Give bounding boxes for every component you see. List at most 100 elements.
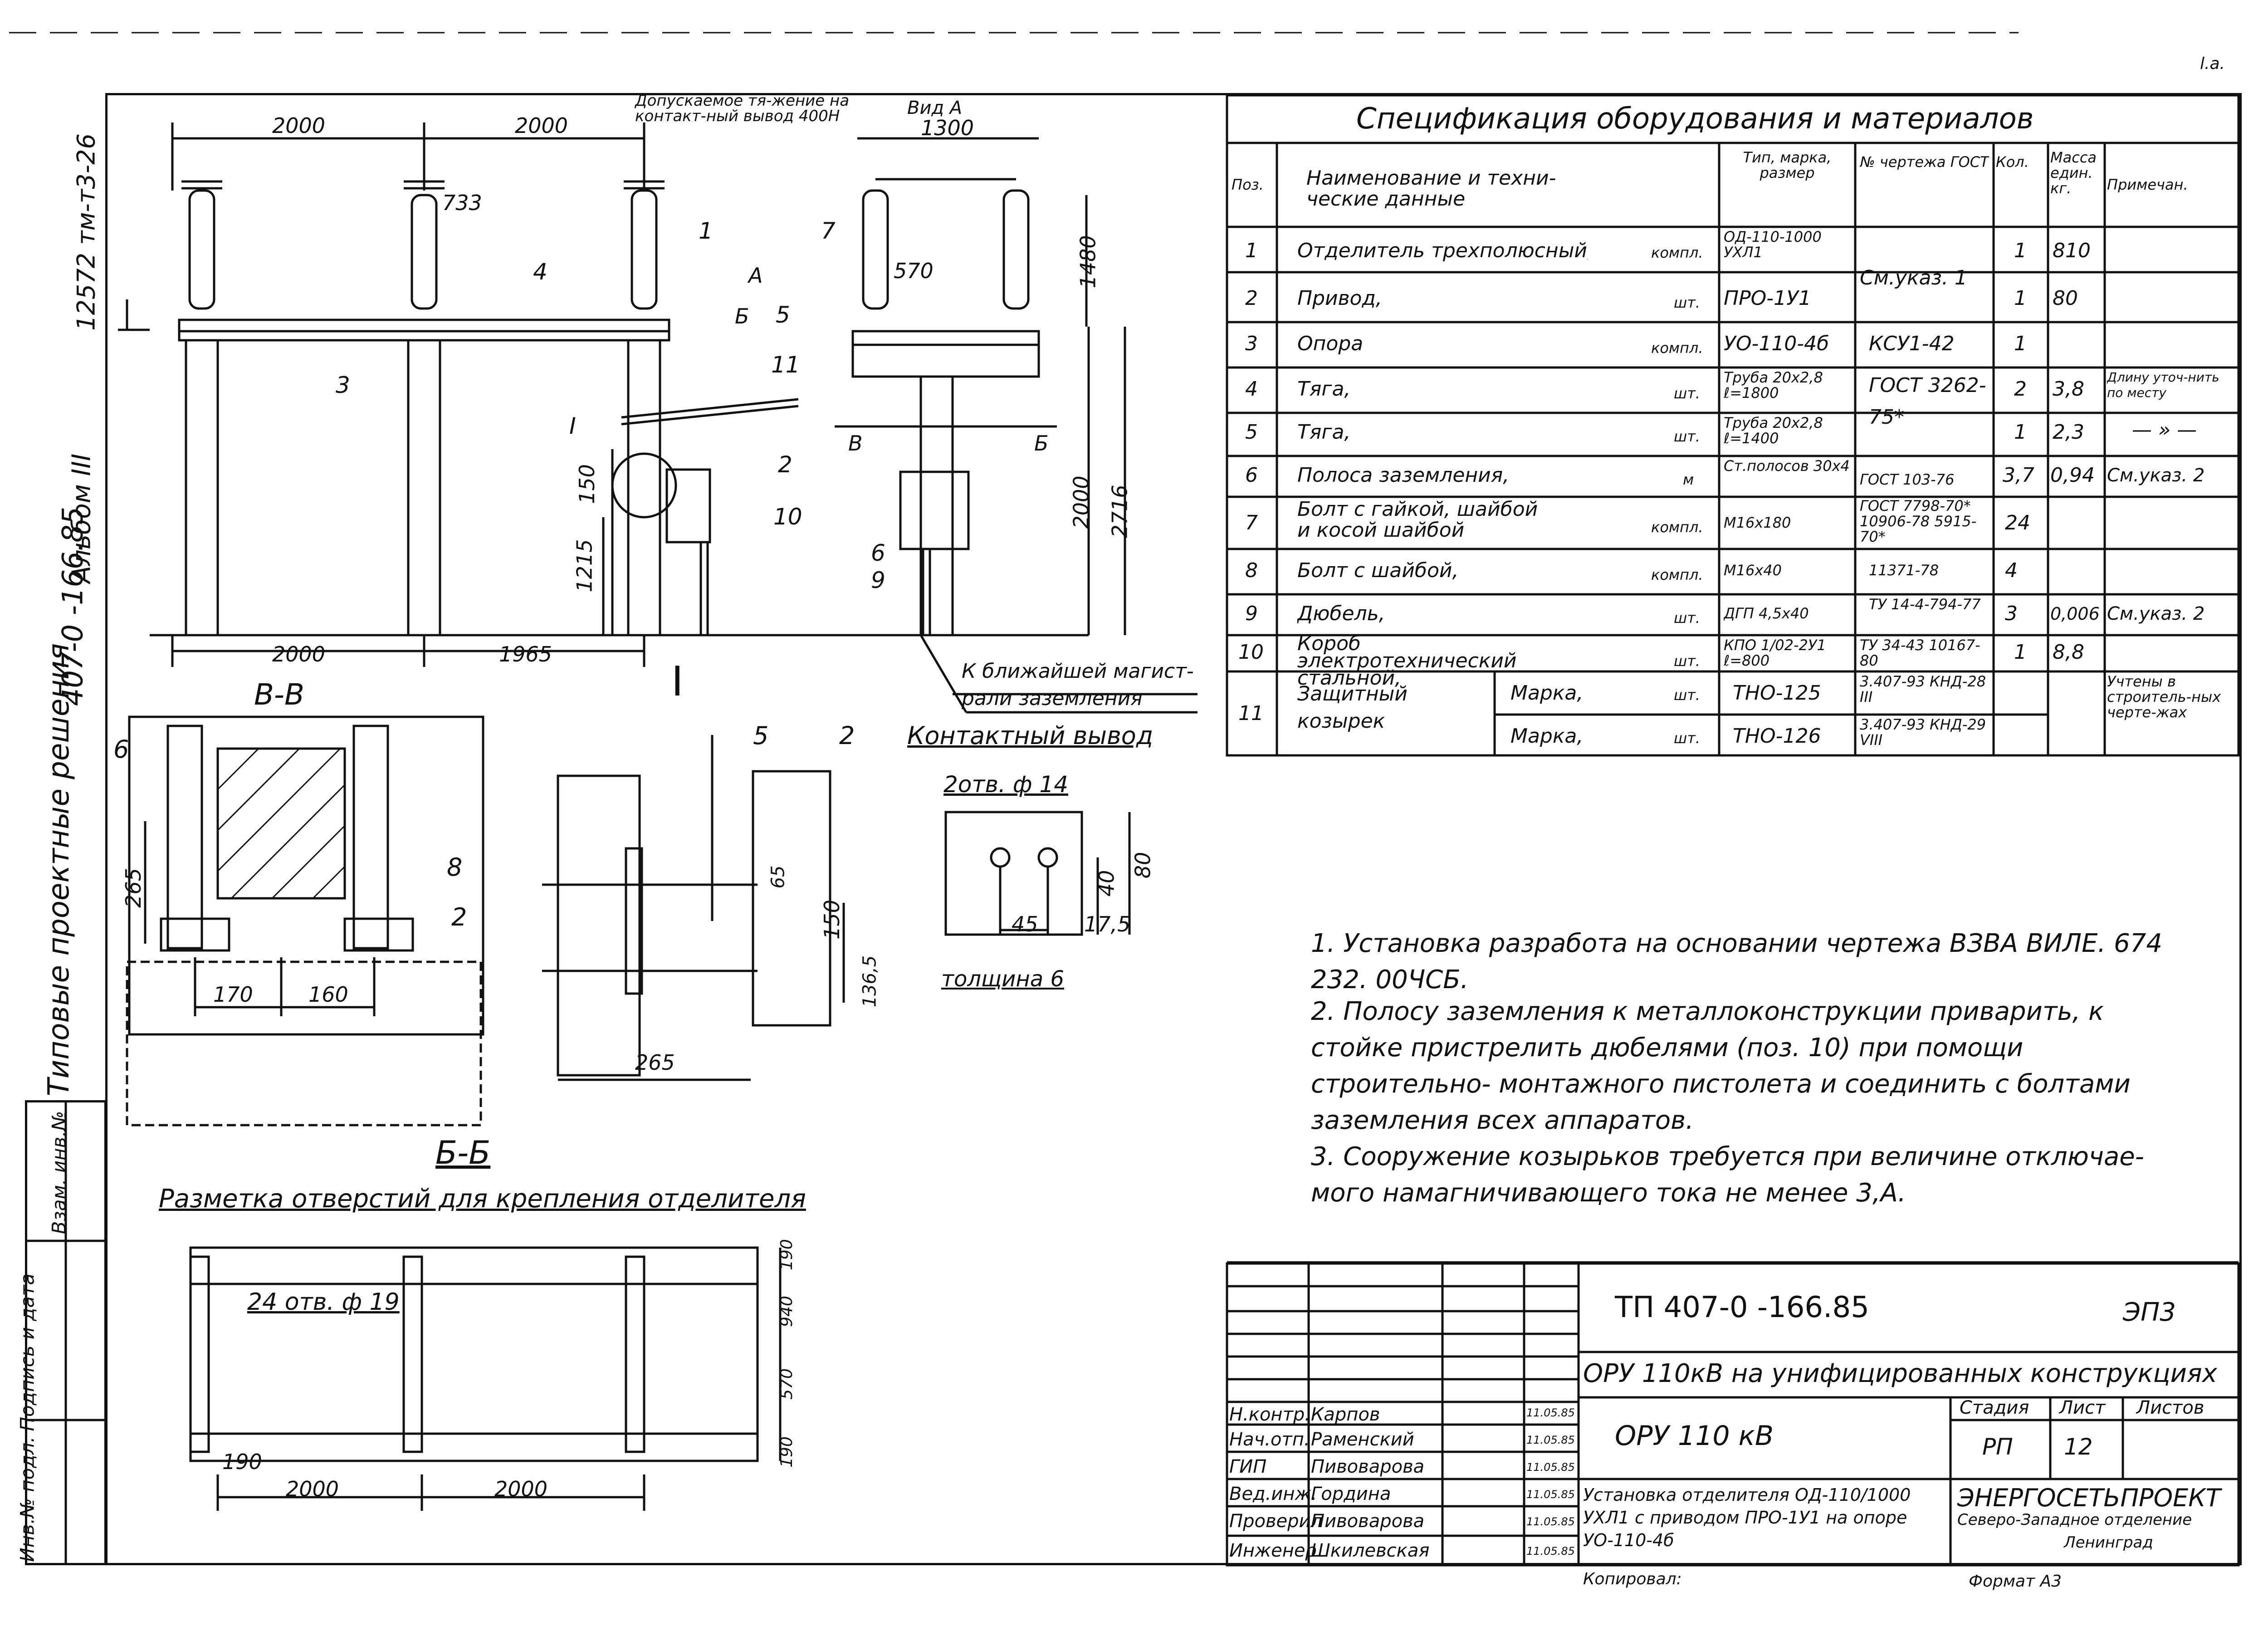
- pos-6: 6: [871, 540, 885, 566]
- corner-mark: l.a.: [2200, 54, 2225, 73]
- tb-date-2: 11.05.85: [1526, 1434, 1575, 1446]
- mark-v1: В: [848, 431, 863, 456]
- bb-dim-b1: 2000: [286, 1477, 339, 1501]
- bb-dim-r4: 190: [777, 1436, 796, 1468]
- ground-note: К ближайшей магист-рали заземления: [962, 660, 1194, 710]
- row9-type: ДГП 4,5х40: [1724, 606, 1809, 621]
- note-2: 2. Полосу заземления к металлоконструкци…: [1311, 997, 2131, 1135]
- row4-qty: 2: [2014, 379, 2027, 400]
- row5-name: Тяга,: [1297, 422, 1351, 443]
- row5-qty: 1: [2014, 422, 2027, 443]
- tb-date-3: 11.05.85: [1526, 1461, 1575, 1474]
- row8-pos: 8: [1245, 560, 1258, 581]
- tb-role-1: Н.контр.: [1229, 1404, 1310, 1425]
- spec-header-pos: Поз.: [1232, 177, 1264, 192]
- row6-unit: м: [1683, 472, 1694, 487]
- row7-pos: 7: [1245, 513, 1258, 534]
- row6-doc: ГОСТ 103-76: [1860, 472, 1955, 487]
- pos-5: 5: [776, 302, 790, 328]
- tb-org: ЭНЕРГОСЕТЬПРОЕКТ: [1957, 1484, 2221, 1512]
- row2-mass: 80: [2053, 288, 2078, 309]
- row1-pos: 1: [1245, 240, 1258, 261]
- row7-name: Болт с гайкой, шайбой и косой шайбой: [1297, 499, 1538, 541]
- terminal-note: Допускаемое тя-жение на контакт-ный выво…: [635, 92, 850, 125]
- row6-qty: 3,7: [2003, 465, 2034, 486]
- section-bb-subtitle: Разметка отверстий для крепления отделит…: [159, 1184, 806, 1214]
- pos-7: 7: [821, 218, 836, 244]
- pos-11: 11: [771, 352, 800, 378]
- pos-3: 3: [336, 372, 350, 398]
- contact-title: Контактный вывод: [907, 721, 1154, 750]
- section-vv-title: В-В: [254, 678, 304, 712]
- detail-i-label: I: [671, 658, 684, 705]
- vv-dim-265: 265: [121, 868, 146, 908]
- row4-doc: ГОСТ 3262-75*: [1869, 374, 1986, 429]
- dim-bottom-2: 1965: [499, 642, 552, 666]
- tb-code: ТП 407-0 -166.85: [1615, 1291, 1869, 1324]
- tb-format: Формат А3: [1969, 1572, 2062, 1591]
- tb-name-3: Пивоварова: [1311, 1456, 1425, 1477]
- dim-2000v: 2000: [1069, 475, 1094, 529]
- tb-sheet-code: ЭП3: [2123, 1298, 2176, 1327]
- row5-unit: шт.: [1674, 429, 1701, 444]
- row4-name: Тяга,: [1297, 379, 1351, 400]
- row1-unit: компл.: [1651, 245, 1703, 260]
- row2-unit: шт.: [1674, 295, 1701, 310]
- tb-date-5: 11.05.85: [1526, 1515, 1575, 1528]
- pos-10: 10: [773, 504, 802, 530]
- bb-holes: 24 отв. ф 19: [247, 1288, 400, 1316]
- row10-type: КПО 1/02-2У1 ℓ=800: [1724, 637, 1826, 668]
- vv-label-2: 2: [451, 903, 467, 931]
- row1-mass: 810: [2053, 240, 2091, 261]
- tb-date-6: 11.05.85: [1526, 1545, 1575, 1558]
- row10-mass: 8,8: [2053, 642, 2084, 663]
- row4-type: Труба 20х2,8 ℓ=1800: [1724, 370, 1823, 401]
- row2-pos: 2: [1245, 288, 1258, 309]
- row11-doc-1: 3.407-93 КНД-28 III: [1860, 674, 1986, 705]
- row3-type: УО-110-4б: [1724, 333, 1829, 354]
- row2-name: Привод,: [1297, 288, 1382, 309]
- bb-dim-r3: 570: [777, 1368, 796, 1400]
- tb-role-2: Нач.отп.: [1229, 1429, 1310, 1450]
- row11-pos: 11: [1238, 703, 1264, 724]
- row3-name: Опора: [1297, 333, 1364, 354]
- pos-9: 9: [871, 567, 885, 593]
- contact-dim-175: 17,5: [1084, 912, 1131, 936]
- row9-unit: шт.: [1674, 610, 1701, 626]
- tb-copied: Копировал:: [1583, 1570, 1682, 1588]
- row2-qty: 1: [2014, 288, 2027, 309]
- row11-type-2: ТНО-126: [1733, 726, 1821, 747]
- mark-b1: Б: [735, 304, 749, 328]
- contact-thickness: толщина 6: [941, 966, 1065, 992]
- dim-top-2: 2000: [515, 113, 568, 138]
- tb-object: ОРУ 110 кВ: [1615, 1420, 1774, 1452]
- row11-type-1: ТНО-125: [1733, 683, 1821, 704]
- tb-name-4: Гордина: [1311, 1484, 1391, 1504]
- row9-note: См.указ. 2: [2107, 603, 2205, 624]
- row8-unit: компл.: [1651, 567, 1703, 583]
- row6-name: Полоса заземления,: [1297, 465, 1510, 486]
- detail-label-5: 5: [753, 721, 769, 750]
- bb-dim-r2: 940: [777, 1296, 796, 1327]
- dim-top-3: 1300: [921, 116, 974, 140]
- row9-doc: ТУ 14-4-794-77: [1869, 597, 1981, 612]
- row10-unit: шт.: [1674, 653, 1701, 669]
- contact-dim-80: 80: [1130, 852, 1155, 879]
- contact-holes: 2отв. ф 14: [943, 771, 1069, 798]
- row4-unit: шт.: [1674, 386, 1701, 401]
- vv-label-6: 6: [113, 735, 129, 764]
- row1-qty: 1: [2014, 240, 2027, 261]
- dim-2716: 2716: [1107, 485, 1132, 538]
- row4-pos: 4: [1245, 379, 1258, 400]
- tb-role-4: Вед.инж.: [1229, 1484, 1317, 1504]
- row5-note: — » —: [2132, 420, 2197, 441]
- note-3: 3. Сооружение козырьков требуется при ве…: [1311, 1142, 2144, 1208]
- row11-note: Учтены в строитель-ных черте-жах: [2107, 674, 2221, 720]
- spec-header-note: Примечан.: [2107, 177, 2188, 192]
- tb-stage: РП: [1982, 1434, 2013, 1460]
- bb-dim-190: 190: [222, 1450, 262, 1474]
- row10-pos: 10: [1238, 642, 1264, 663]
- row1-doc: См.указ. 1: [1860, 268, 1967, 289]
- row8-doc: 11371-78: [1869, 563, 1939, 578]
